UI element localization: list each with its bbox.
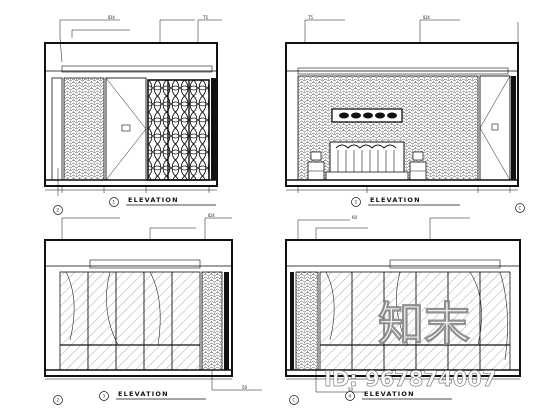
panel-2-axis-marker <box>515 203 525 213</box>
svg-text:2: 2 <box>57 208 60 213</box>
watermark-id-text: ID: 967874007 <box>324 367 496 391</box>
svg-text:C: C <box>519 206 522 211</box>
panel-1-door <box>105 77 147 181</box>
panel-1-elevation-label: ELEVATION <box>128 196 179 204</box>
elevation-panel-3: ID4 50 2 3 ELEVATION <box>44 213 262 405</box>
panel-1-axis-marker <box>53 205 63 215</box>
panel-4-stone-column <box>295 271 319 371</box>
panel-3-callout-a: ID4 <box>208 213 215 218</box>
panel-2-callout-a: T5 <box>307 15 313 20</box>
elevation-panel-1: ID4 T5 2 1 ELEVATION <box>44 15 222 215</box>
panel-2-callout-b: ID4 <box>423 15 430 20</box>
svg-text:2: 2 <box>57 398 60 403</box>
panel-1-view-number <box>109 197 119 207</box>
svg-text:C: C <box>293 398 296 403</box>
panel-3-callout-b: 50 <box>242 385 248 390</box>
panel-4-callout-b: 50 <box>348 387 354 392</box>
panel-4-callout-a: 60 <box>352 215 358 220</box>
panel-3-stone-column <box>201 271 223 371</box>
panel-4-axis-marker <box>289 395 299 405</box>
elevation-panel-2: T5 ID4 C 2 ELEVATION <box>285 15 525 213</box>
panel-3-axis-marker <box>53 395 63 405</box>
panel-1-stone-wall <box>63 77 105 181</box>
svg-text:1: 1 <box>113 200 116 205</box>
panel-2-view-number <box>351 197 361 207</box>
svg-text:3: 3 <box>103 394 106 399</box>
panel-4-elevation-label: ELEVATION <box>364 390 415 398</box>
panel-3-curtain-wall <box>59 271 201 371</box>
panel-2-elevation-label: ELEVATION <box>370 196 421 204</box>
svg-text:4: 4 <box>349 394 352 399</box>
panel-1-callout-b: T5 <box>202 15 208 20</box>
panel-3-view-number <box>99 391 109 401</box>
svg-text:2: 2 <box>355 200 358 205</box>
panel-4-view-number <box>345 391 355 401</box>
watermark-logo-text: 知末 <box>378 297 470 351</box>
panel-2-door <box>479 75 511 181</box>
panel-1-ceiling <box>44 42 218 72</box>
panel-1-callout-a: ID4 <box>108 15 115 20</box>
watermark: 知末 ID: 967874007 <box>324 297 497 392</box>
panel-3-elevation-label: ELEVATION <box>118 390 169 398</box>
panel-1-lattice-screen <box>147 79 210 181</box>
elevation-panel-4: 60 50 C 4 ELEVATION <box>285 215 521 405</box>
